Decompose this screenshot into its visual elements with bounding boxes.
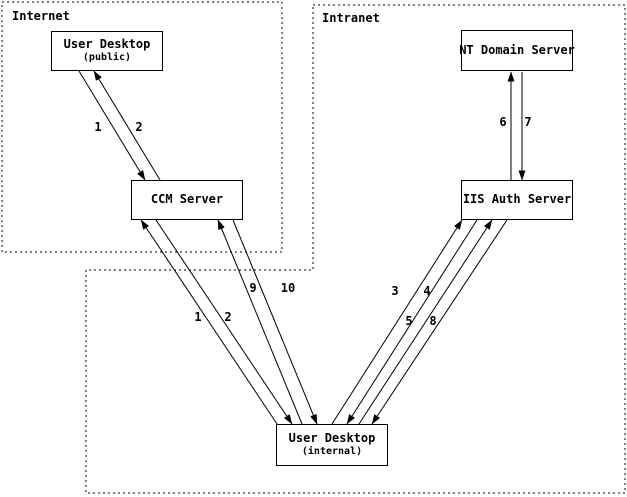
node-ccm-server-title: CCM Server xyxy=(150,192,224,207)
zone-border-intranet xyxy=(85,4,626,494)
edge-label-step4-iis-to-internal: 4 xyxy=(423,284,431,298)
zone-border-internet xyxy=(1,1,283,253)
zone-label-intranet: Intranet xyxy=(322,11,380,25)
node-ccm-server: CCM Server xyxy=(131,180,243,220)
edge-line-step5-internal-to-iis xyxy=(358,219,493,425)
edge-label-step2-ccm-to-public: 2 xyxy=(135,120,143,134)
edge-label-step3-internal-to-iis: 3 xyxy=(391,284,399,298)
edge-label-step1-public-to-ccm: 1 xyxy=(94,120,102,134)
edge-label-step1-internal-to-ccm: 1 xyxy=(194,310,202,324)
edge-label-step8-iis-to-internal: 8 xyxy=(429,314,437,328)
node-user-desktop-internal-subtitle: (internal) xyxy=(301,446,363,458)
edge-label-step9-internal-to-ccm: 9 xyxy=(249,281,257,295)
edge-line-step3-internal-to-iis xyxy=(331,219,463,425)
edge-label-step6-iis-to-nt: 6 xyxy=(499,115,507,129)
zone-label-internet: Internet xyxy=(12,9,70,23)
node-user-desktop-public-subtitle: (public) xyxy=(82,52,132,64)
node-nt-domain-server-title: NT Domain Server xyxy=(459,42,575,57)
edges-layer xyxy=(78,70,526,425)
node-user-desktop-public: User Desktop (public) xyxy=(51,31,163,71)
edge-line-step10-ccm-to-internal xyxy=(232,219,318,425)
edge-line-step9-internal-to-ccm xyxy=(217,219,303,425)
edge-label-step2-ccm-to-internal: 2 xyxy=(224,310,232,324)
edge-line-step1-internal-to-ccm xyxy=(140,219,278,425)
edge-line-step2-ccm-to-internal xyxy=(155,219,293,425)
node-iis-auth-server-title: IIS Auth Server xyxy=(462,192,572,207)
edge-label-step10-ccm-to-internal: 10 xyxy=(280,281,296,295)
node-user-desktop-public-title: User Desktop xyxy=(63,37,151,52)
edge-line-step8-iis-to-internal xyxy=(371,219,508,425)
edge-line-step2-ccm-to-public xyxy=(93,70,161,181)
edge-label-step7-nt-to-iis: 7 xyxy=(524,115,532,129)
node-user-desktop-internal-title: User Desktop xyxy=(288,431,376,446)
edge-line-step1-public-to-ccm xyxy=(78,70,146,181)
node-user-desktop-internal: User Desktop (internal) xyxy=(276,424,388,466)
node-iis-auth-server: IIS Auth Server xyxy=(461,180,573,220)
node-nt-domain-server: NT Domain Server xyxy=(459,30,575,71)
edge-line-step4-iis-to-internal xyxy=(346,219,478,425)
edge-label-step5-internal-to-iis: 5 xyxy=(405,314,413,328)
